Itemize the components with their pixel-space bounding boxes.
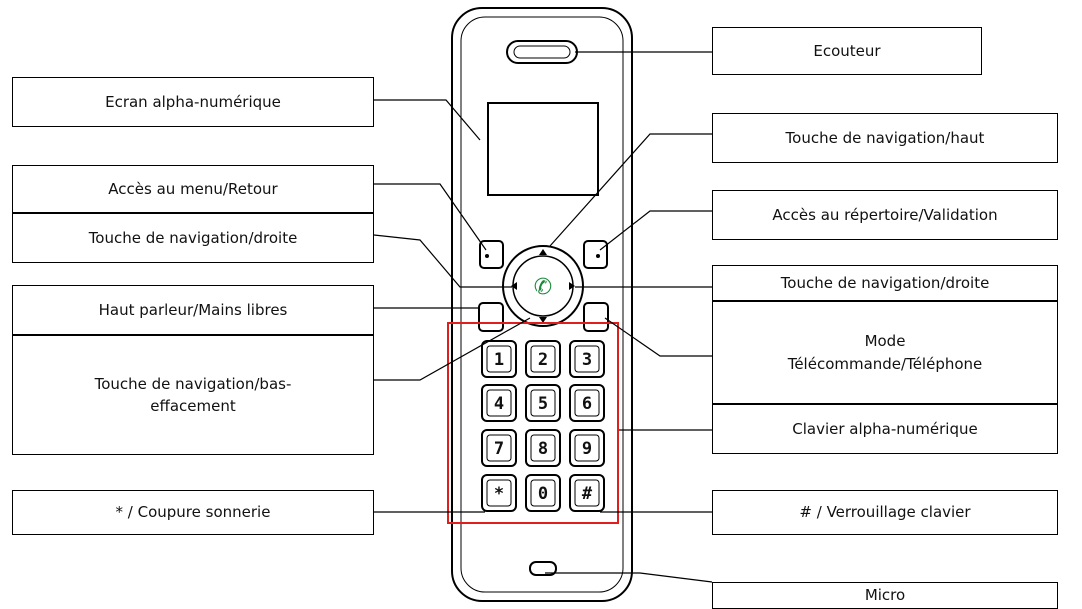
label-nav-haut: Touche de navigation/haut: [712, 113, 1058, 163]
label-nav-droite-right-text: Touche de navigation/droite: [780, 273, 990, 292]
keypad: 1 2 3 4 5 6 7 8 9 * 0 #: [481, 340, 605, 512]
label-nav-haut-text: Touche de navigation/haut: [785, 128, 985, 147]
label-coupure-text: * / Coupure sonnerie: [115, 503, 271, 522]
menu-softkey: [479, 240, 504, 269]
leader-lines: [372, 51, 713, 583]
label-ecran: Ecran alpha-numérique: [12, 77, 374, 127]
keypad-key-face: [574, 479, 600, 507]
label-nav-bas-line1: Touche de navigation/bas-: [94, 374, 292, 393]
label-menu-text: Accès au menu/Retour: [108, 179, 278, 198]
keypad-key-label: 3: [582, 350, 592, 370]
label-ecran-text: Ecran alpha-numérique: [105, 92, 281, 111]
keypad-key: [525, 474, 561, 512]
keypad-key: [481, 340, 517, 378]
keypad-key-label: 1: [494, 350, 504, 370]
nav-up-arrow-icon: [539, 249, 547, 255]
keypad-key: [569, 340, 605, 378]
keypad-key-label: #: [582, 484, 593, 504]
phone-icon: ✆: [534, 275, 552, 300]
keypad-key: [569, 384, 605, 422]
earpiece-icon: [506, 40, 578, 64]
keypad-key-label: 7: [494, 439, 504, 459]
keypad-key-face: [486, 479, 512, 507]
label-micro-text: Micro: [864, 586, 906, 605]
handset-inner-outline: [460, 16, 624, 593]
keypad-key-label: *: [494, 484, 504, 504]
keypad-key-label: 5: [538, 394, 548, 414]
label-mode-line2: Télécommande/Téléphone: [787, 354, 983, 373]
label-nav-bas: Touche de navigation/bas- effacement: [12, 335, 374, 455]
keypad-key: [525, 384, 561, 422]
keypad-key: [525, 429, 561, 467]
label-verrouillage: # / Verrouillage clavier: [712, 490, 1058, 535]
keypad-key-label: 8: [538, 439, 548, 459]
label-micro: Micro: [712, 582, 1058, 609]
keypad-key-face: [486, 389, 512, 417]
mode-key: [583, 302, 609, 332]
directory-softkey: [583, 240, 608, 269]
keypad-key-label: 4: [494, 394, 504, 414]
keypad-key-label: 9: [582, 439, 592, 459]
nav-left-arrow-icon: [511, 282, 517, 290]
keypad-key: [569, 429, 605, 467]
label-mode-line1: Mode: [864, 332, 906, 350]
keypad-key-face: [574, 345, 600, 373]
label-menu: Accès au menu/Retour: [12, 165, 374, 213]
label-nav-droite-left: Touche de navigation/droite: [12, 213, 374, 263]
keypad-key-face: [574, 389, 600, 417]
label-repertoire-text: Accès au répertoire/Validation: [772, 205, 998, 224]
label-clavier: Clavier alpha-numérique: [712, 404, 1058, 454]
keypad-highlight: [447, 322, 619, 524]
label-repertoire: Accès au répertoire/Validation: [712, 190, 1058, 240]
label-nav-bas-line2: effacement: [150, 397, 236, 415]
keypad-key: [481, 429, 517, 467]
microphone-icon: [529, 561, 557, 576]
label-coupure: * / Coupure sonnerie: [12, 490, 374, 535]
keypad-key-label: 6: [582, 394, 592, 414]
label-verrouillage-text: # / Verrouillage clavier: [799, 503, 971, 522]
keypad-key: [481, 474, 517, 512]
label-ecouteur-text: Ecouteur: [813, 41, 881, 60]
lcd-screen: [487, 102, 599, 196]
label-mode: Mode Télécommande/Téléphone: [712, 301, 1058, 404]
keypad-key: [525, 340, 561, 378]
label-nav-droite-left-text: Touche de navigation/droite: [88, 228, 298, 247]
label-haut-parleur-text: Haut parleur/Mains libres: [98, 300, 288, 319]
keypad-key-face: [486, 345, 512, 373]
keypad-key-face: [530, 345, 556, 373]
keypad-key-face: [530, 389, 556, 417]
keypad-key: [481, 384, 517, 422]
speaker-key: [478, 302, 504, 332]
keypad-key-face: [486, 434, 512, 462]
nav-right-arrow-icon: [569, 282, 575, 290]
label-haut-parleur: Haut parleur/Mains libres: [12, 285, 374, 335]
label-clavier-text: Clavier alpha-numérique: [792, 419, 978, 438]
keypad-key-face: [574, 434, 600, 462]
keypad-key-label: 2: [538, 350, 548, 370]
keypad-key: [569, 474, 605, 512]
nav-down-arrow-icon: [539, 317, 547, 323]
keypad-key-face: [530, 479, 556, 507]
keypad-key-face: [530, 434, 556, 462]
label-nav-droite-right: Touche de navigation/droite: [712, 265, 1058, 301]
keypad-key-label: 0: [538, 484, 548, 504]
label-ecouteur: Ecouteur: [712, 27, 982, 75]
